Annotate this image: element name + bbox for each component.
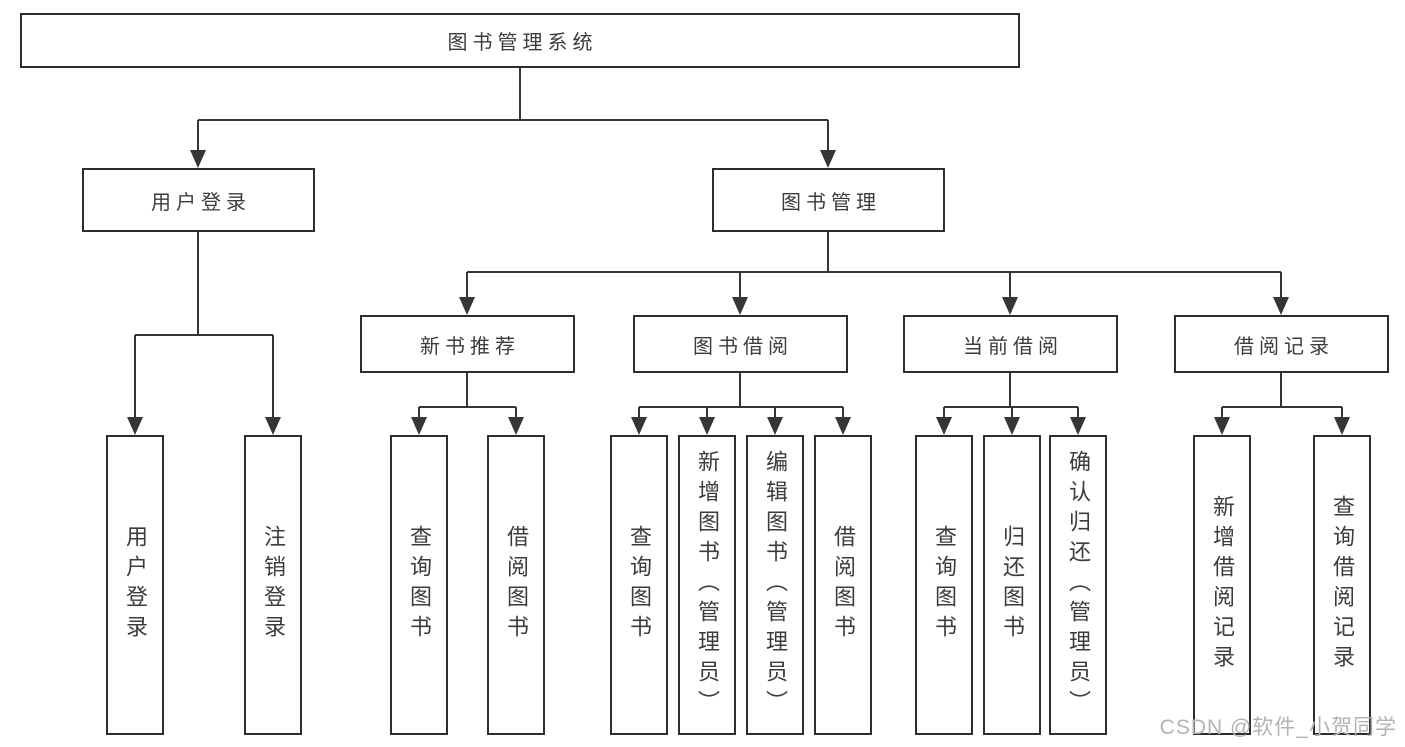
node-book-borrow: 图书借阅 [633,315,848,373]
connector-user-login [127,232,281,435]
leaf-return-books: 归还图书 [983,435,1041,735]
connector-book-borrow [631,373,851,435]
node-new-book-recommend: 新书推荐 [360,315,575,373]
leaf-borrow-books-borrow: 借阅图书 [814,435,872,735]
connector-root [190,68,836,168]
leaf-query-books-current: 查询图书 [915,435,973,735]
leaf-query-books-recommend: 查询图书 [390,435,448,735]
node-root: 图书管理系统 [20,13,1020,68]
leaf-user-login: 用户登录 [106,435,164,735]
leaf-query-borrow-record: 查询借阅记录 [1313,435,1371,735]
leaf-confirm-return-admin: 确认归还（管理员） [1049,435,1107,735]
leaf-query-books-borrow: 查询图书 [610,435,668,735]
node-user-login: 用户登录 [82,168,315,232]
node-book-management: 图书管理 [712,168,945,232]
connector-new-book-recommend [411,373,524,435]
node-current-borrow: 当前借阅 [903,315,1118,373]
leaf-logout-login: 注销登录 [244,435,302,735]
leaf-add-books-admin: 新增图书（管理员） [678,435,736,735]
node-borrow-records: 借阅记录 [1174,315,1389,373]
connector-borrow-records [1214,373,1350,435]
leaf-add-borrow-record: 新增借阅记录 [1193,435,1251,735]
connector-book-management [459,232,1289,315]
leaf-borrow-books-recommend: 借阅图书 [487,435,545,735]
leaf-edit-books-admin: 编辑图书（管理员） [746,435,804,735]
connector-current-borrow [936,373,1086,435]
csdn-watermark: CSDN @软件_小贺同学 [1159,716,1397,739]
